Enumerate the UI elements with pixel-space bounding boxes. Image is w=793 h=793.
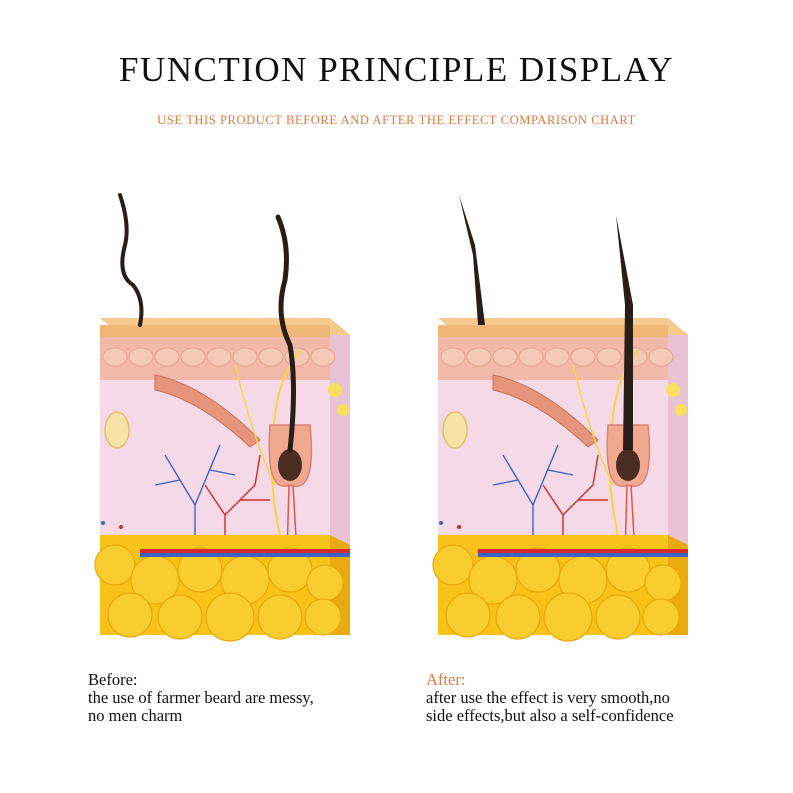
skin-cell xyxy=(180,347,206,367)
nerve xyxy=(572,364,614,486)
caption-before-line2: no men charm xyxy=(88,706,183,725)
skin-cell xyxy=(596,347,622,367)
skin-diagram-after xyxy=(432,195,688,642)
fat-cell xyxy=(157,594,203,640)
caption-before: Before: the use of farmer beard are mess… xyxy=(88,671,314,725)
skin-cell xyxy=(232,347,258,367)
arrector-muscle xyxy=(492,374,599,448)
dot-marker xyxy=(119,525,123,529)
dot-marker xyxy=(101,521,105,525)
hair-bulb xyxy=(278,449,302,481)
skin-cell xyxy=(128,347,154,367)
fat-cell xyxy=(644,564,682,602)
skin-cell xyxy=(648,347,674,367)
fat-cell xyxy=(257,594,303,640)
epidermis-layer xyxy=(438,325,668,337)
fat-cell xyxy=(177,547,223,593)
hair-bulb xyxy=(616,449,640,481)
gland-icon xyxy=(442,411,468,449)
hair-left xyxy=(118,193,144,327)
skin-cell xyxy=(102,347,128,367)
page-subtitle: USE THIS PRODUCT BEFORE AND AFTER THE EF… xyxy=(157,113,636,127)
nerve xyxy=(270,349,301,556)
skin-cell xyxy=(492,347,518,367)
fat-cell xyxy=(495,594,541,640)
caption-after-heading: After: xyxy=(426,670,466,689)
fat-cell xyxy=(642,598,680,636)
fat-cell xyxy=(107,592,153,638)
skin-cell xyxy=(310,347,336,367)
gland-icon xyxy=(104,411,130,449)
vein-main xyxy=(478,553,688,557)
fat-cell xyxy=(94,544,136,586)
skin-cell xyxy=(154,347,180,367)
caption-after-line2: side effects,but also a self-confidence xyxy=(426,706,674,725)
caption-before-line1: the use of farmer beard are messy, xyxy=(88,688,314,707)
skin-cell xyxy=(440,347,466,367)
caption-after: After: after use the effect is very smoo… xyxy=(426,671,674,725)
fat-cell xyxy=(432,544,474,586)
vein-branches xyxy=(154,444,236,555)
fat-cell xyxy=(205,592,255,642)
fat-cell xyxy=(595,594,641,640)
nerve xyxy=(234,364,276,486)
epidermis-layer xyxy=(100,325,330,337)
fat-cell xyxy=(543,592,593,642)
hair-right xyxy=(275,214,296,453)
hair-right xyxy=(616,215,633,450)
fat-cell xyxy=(306,564,344,602)
skin-diagram-before xyxy=(94,193,350,642)
fat-cell xyxy=(304,598,342,636)
hair-left xyxy=(459,195,485,325)
dot-marker xyxy=(457,525,461,529)
caption-after-line1: after use the effect is very smooth,no xyxy=(426,688,670,707)
vein-main xyxy=(140,553,350,557)
skin-cell xyxy=(570,347,596,367)
gland-icon xyxy=(337,404,349,416)
skin-cell xyxy=(466,347,492,367)
artery-main xyxy=(478,549,688,553)
skin-cell xyxy=(518,347,544,367)
skin-cell xyxy=(206,347,232,367)
dot-marker xyxy=(439,521,443,525)
skin-cell xyxy=(544,347,570,367)
page-title: FUNCTION PRINCIPLE DISPLAY xyxy=(119,50,674,89)
gland-icon xyxy=(666,383,680,397)
gland-icon xyxy=(675,404,687,416)
artery-main xyxy=(140,549,350,553)
arrector-muscle xyxy=(154,374,261,448)
vein-branches xyxy=(492,444,574,555)
fat-cell xyxy=(445,592,491,638)
skin-cell xyxy=(258,347,284,367)
gland-icon xyxy=(328,383,342,397)
caption-before-heading: Before: xyxy=(88,670,138,689)
fat-cell xyxy=(515,547,561,593)
